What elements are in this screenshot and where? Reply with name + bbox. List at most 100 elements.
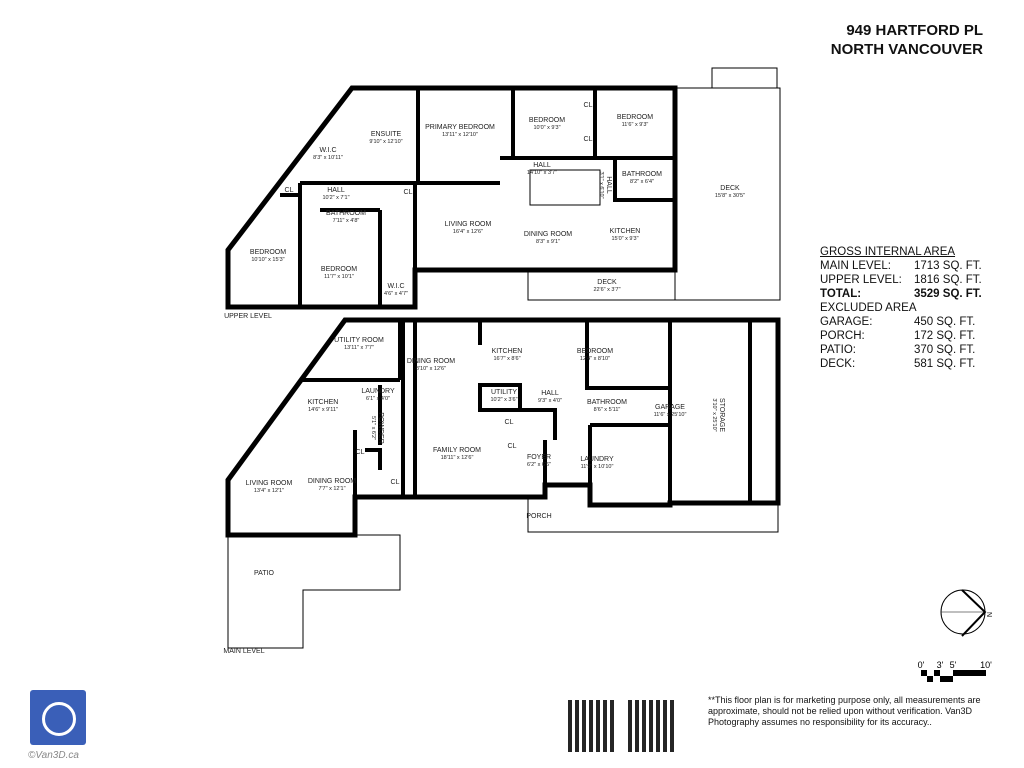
svg-text:5': 5' bbox=[950, 660, 957, 670]
room-dimensions: 22'6" x 3'7" bbox=[593, 287, 620, 293]
room-name: DINING ROOM bbox=[308, 478, 356, 485]
room-label: PATIO bbox=[254, 570, 275, 577]
room-name: W.I.C bbox=[387, 283, 404, 290]
upper-level-label: UPPER LEVEL bbox=[224, 313, 272, 320]
room-dimensions: 9'3" x 4'0" bbox=[538, 398, 562, 404]
room-name: BATHROOM bbox=[622, 171, 662, 178]
room-name: DINING ROOM bbox=[524, 231, 572, 238]
room-dimensions: 7'7" x 12'1" bbox=[318, 486, 345, 492]
upper-room-labels: UPPER LEVEL bbox=[224, 313, 272, 320]
north-label: N bbox=[985, 612, 992, 617]
room-name: HALL bbox=[533, 162, 551, 169]
room-name: HALL bbox=[605, 176, 612, 194]
patio-outline bbox=[227, 534, 401, 649]
room-label: CL bbox=[508, 443, 517, 450]
room-name: DECK bbox=[597, 279, 617, 286]
room-dimensions: 3'10" x 25'10" bbox=[711, 398, 717, 431]
upper-level-plan bbox=[225, 67, 781, 310]
room-dimensions: 8'6" x 5'11" bbox=[594, 407, 621, 413]
room-name: BEDROOM bbox=[577, 348, 613, 355]
porch-outline bbox=[527, 497, 779, 533]
room-dimensions: 13'11" x 12'10" bbox=[442, 132, 478, 138]
room-name: ENSUITE bbox=[371, 131, 402, 138]
room-name: BEDROOM bbox=[529, 117, 565, 124]
room-name: HALL bbox=[541, 390, 559, 397]
room-name: DINING ROOM bbox=[407, 358, 455, 365]
room-dimensions: 11'6" x 9'3" bbox=[622, 122, 649, 128]
room-name: PRIMARY BEDROOM bbox=[425, 124, 495, 131]
room-dimensions: 14'10" x 3'7" bbox=[527, 170, 557, 176]
room-name: BEDROOM bbox=[321, 266, 357, 273]
room-name: STORAGE bbox=[718, 398, 725, 432]
room-name: LIVING ROOM bbox=[246, 480, 293, 487]
room-name: W.I.C bbox=[319, 147, 336, 154]
disclaimer: **This floor plan is for marketing purpo… bbox=[708, 695, 981, 727]
room-name: CL bbox=[584, 136, 593, 143]
qr-code[interactable] bbox=[568, 700, 616, 752]
room-dimensions: 10'10" x 15'3" bbox=[251, 257, 284, 263]
qr-code[interactable] bbox=[628, 700, 676, 752]
room-dimensions: 10'2" x 7'1" bbox=[322, 195, 349, 201]
room-dimensions: 16'4" x 12'6" bbox=[453, 229, 483, 235]
room-dimensions: 8'3" x 10'11" bbox=[313, 155, 343, 161]
room-label: CL bbox=[584, 136, 593, 143]
room-label: W.I.C8'3" x 10'11" bbox=[313, 147, 343, 161]
room-name: CL bbox=[505, 419, 514, 426]
room-name: BEDROOM bbox=[617, 114, 653, 121]
room-label: CL bbox=[505, 419, 514, 426]
room-dimensions: 5'1" x 6'2" bbox=[370, 416, 376, 440]
camera-shutter-icon bbox=[42, 702, 76, 736]
room-dimensions: 11'7" x 10'1" bbox=[324, 274, 354, 280]
address: 949 HARTFORD PL bbox=[846, 22, 983, 39]
room-name: KITCHEN bbox=[610, 228, 641, 235]
room-dimensions: 12'4" x 8'10" bbox=[580, 356, 610, 362]
room-name: HALL bbox=[327, 187, 345, 194]
main-level-plan bbox=[225, 317, 781, 649]
room-name: POWDER bbox=[377, 412, 384, 444]
room-dimensions: 13'4" x 12'1" bbox=[254, 488, 284, 494]
area-title: GROSS INTERNAL AREA bbox=[820, 246, 956, 258]
room-name: CL bbox=[356, 449, 365, 456]
excluded-title: EXCLUDED AREA bbox=[820, 302, 917, 314]
room-name: FAMILY ROOM bbox=[433, 447, 481, 454]
room-name: GARAGE bbox=[655, 404, 685, 411]
scale-bar: 0' 3' 5' 10' bbox=[918, 660, 992, 682]
room-name: LIVING ROOM bbox=[445, 221, 492, 228]
room-dimensions: 7'11" x 4'8" bbox=[333, 218, 360, 224]
room-name: CL bbox=[404, 189, 413, 196]
room-dimensions: 14'6" x 9'11" bbox=[308, 407, 338, 413]
room-dimensions: 16'7" x 8'6" bbox=[493, 356, 520, 362]
svg-text:3': 3' bbox=[937, 660, 944, 670]
room-name: LAUNDRY bbox=[580, 456, 614, 463]
area-summary: GROSS INTERNAL AREA MAIN LEVEL:1713 SQ. … bbox=[820, 245, 985, 371]
stairs-outline bbox=[711, 67, 778, 89]
room-name: CL bbox=[508, 443, 517, 450]
room-label: PORCH bbox=[526, 513, 551, 520]
room-name: LAUNDRY bbox=[361, 388, 395, 395]
room-name: CL bbox=[391, 479, 400, 486]
room-dimensions: 9'10" x 12'10" bbox=[369, 139, 402, 145]
room-name: PORCH bbox=[526, 513, 551, 520]
